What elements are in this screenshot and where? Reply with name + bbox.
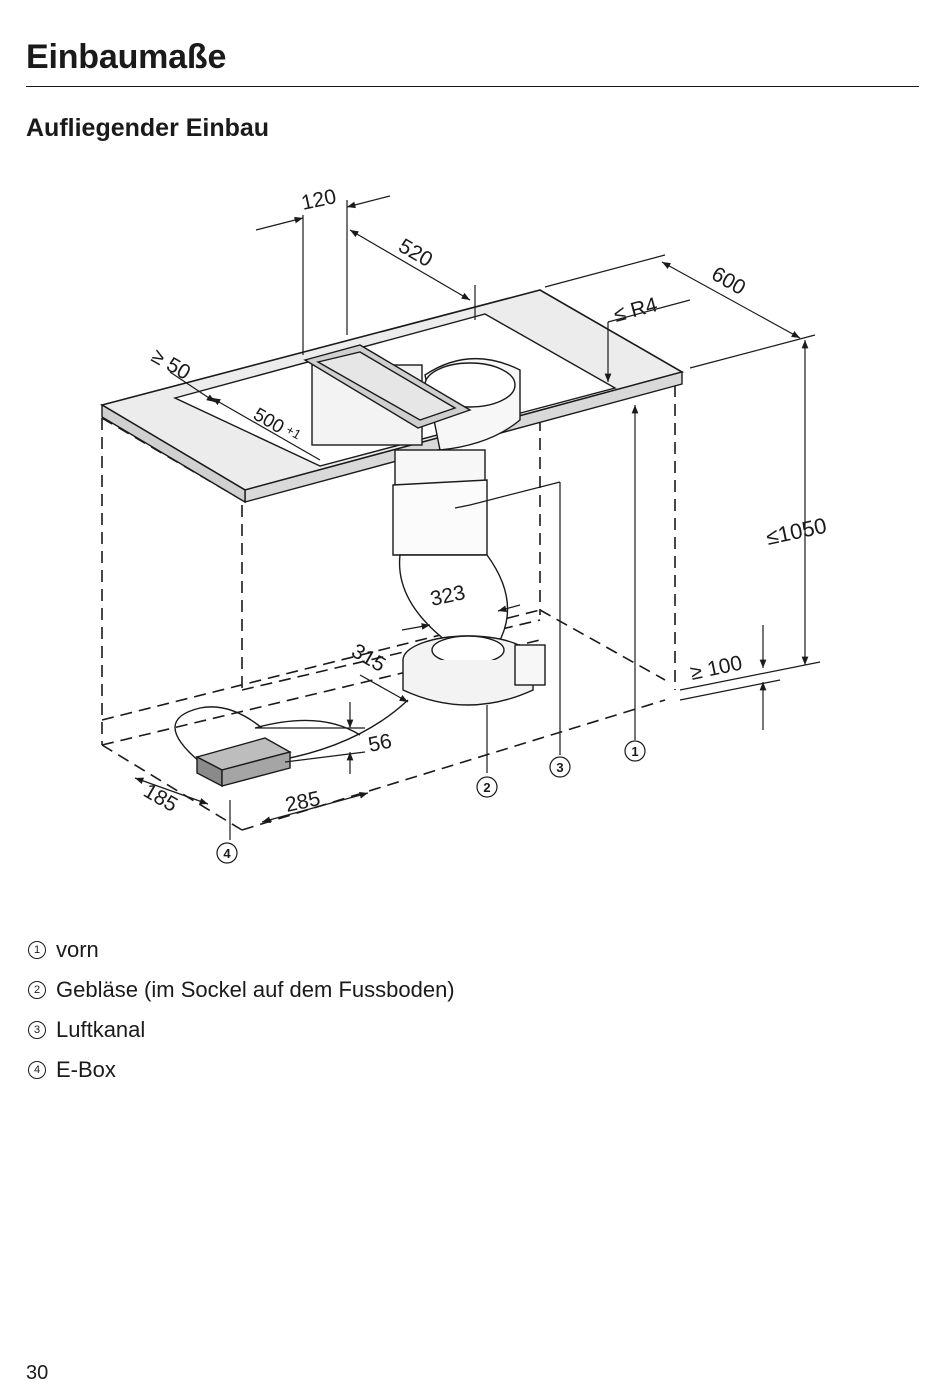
callout-2: 2: [476, 776, 498, 798]
dimension-lines: [134, 195, 821, 840]
callout-4: 4: [216, 842, 238, 864]
legend-label: Gebläse (im Sockel auf dem Fussboden): [56, 977, 455, 1002]
callout-4-label: 4: [223, 846, 231, 861]
legend-number: 3: [28, 1021, 46, 1039]
dim-min-50: ≥ 50: [148, 344, 195, 384]
section-title: Aufliegender Einbau: [26, 114, 270, 142]
legend-item: 4 E-Box: [28, 1050, 455, 1090]
dim-min-100: ≥ 100: [688, 651, 744, 684]
dim-185: 185: [140, 779, 182, 816]
dim-520: 520: [395, 234, 437, 271]
legend-number: 4: [28, 1061, 46, 1079]
legend-item: 1 vorn: [28, 930, 455, 970]
dim-r4: ≤ R4: [611, 293, 660, 327]
dim-285: 285: [283, 787, 322, 817]
callout-3: 3: [549, 756, 571, 778]
legend-number: 2: [28, 981, 46, 999]
dim-120: 120: [299, 185, 338, 215]
legend-number: 1: [28, 941, 46, 959]
page-number: 30: [26, 1362, 49, 1384]
callout-1-label: 1: [631, 744, 638, 759]
dim-56: 56: [366, 730, 394, 757]
page-title: Einbaumaße: [26, 38, 227, 76]
dim-315: 315: [348, 639, 390, 676]
legend-label: Luftkanal: [56, 1017, 146, 1042]
dim-500-tolerance: +1: [283, 422, 303, 442]
legend: 1 vorn 2 Gebläse (im Sockel auf dem Fussbo…: [28, 930, 455, 1090]
callout-1: 1: [624, 740, 646, 762]
dim-600: 600: [708, 262, 750, 299]
title-divider: [26, 86, 919, 87]
legend-item: 3 Luftkanal: [28, 1010, 455, 1050]
dim-max-1050: ≤1050: [764, 513, 829, 550]
legend-label: vorn: [56, 937, 99, 962]
installation-diagram: 120 520 600 ≤ R4 ≥ 50 500+1 ≤1050 ≥ 100 …: [99, 185, 829, 864]
legend-item: 2 Gebläse (im Sockel auf dem Fussboden): [28, 970, 455, 1010]
legend-label: E-Box: [56, 1057, 116, 1082]
e-box: [174, 699, 409, 788]
callout-2-label: 2: [483, 780, 490, 795]
callout-3-label: 3: [556, 760, 563, 775]
appliance: [303, 344, 546, 706]
